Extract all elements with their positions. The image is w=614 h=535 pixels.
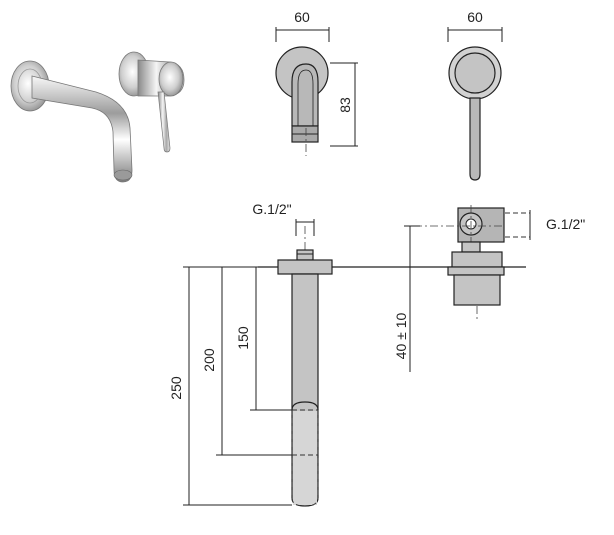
dim-thread-right: G.1/2" xyxy=(546,216,585,232)
front-view: 60 83 xyxy=(275,9,358,156)
dim-length-150: 150 xyxy=(235,326,251,350)
dim-length-200: 200 xyxy=(201,348,217,372)
faucet-product-image xyxy=(10,51,185,183)
dim-length-250: 250 xyxy=(168,376,184,400)
mixer-body-section-view: G.1/2" 40 ± 10 xyxy=(393,205,585,372)
mixer-view: 60 xyxy=(447,9,503,181)
dim-adjust-range: 40 ± 10 xyxy=(393,312,409,359)
spout-section-view: G.1/2" 150 200 25 xyxy=(168,201,526,507)
dim-rear-width: 60 xyxy=(467,9,483,25)
dim-front-width: 60 xyxy=(294,9,310,25)
dim-front-height: 83 xyxy=(337,97,353,113)
dim-thread-left: G.1/2" xyxy=(252,201,291,217)
